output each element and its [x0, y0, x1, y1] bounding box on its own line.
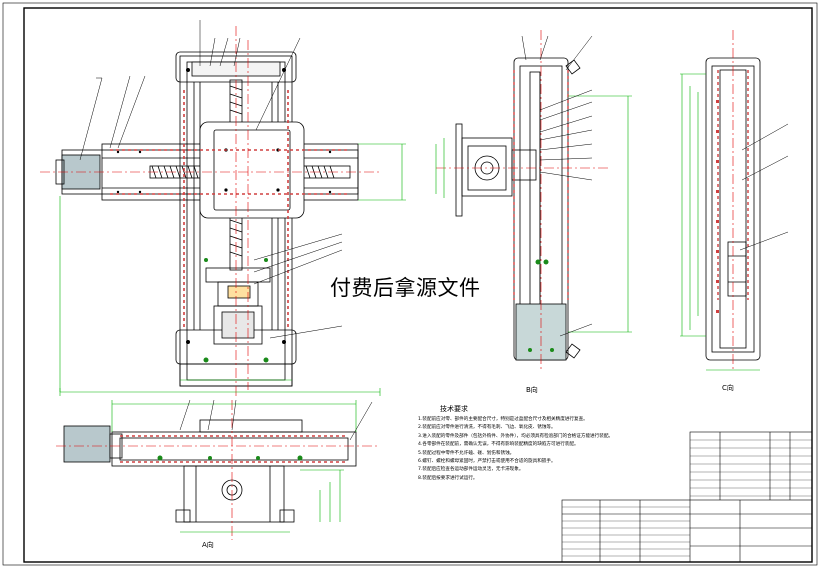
front-view-centerlines	[40, 26, 380, 396]
front-view-dimensions	[59, 143, 406, 396]
end-view-leaders	[739, 123, 789, 251]
title-block-rows	[562, 439, 812, 557]
side-view-pins	[528, 259, 554, 352]
side-view-centerlines	[436, 30, 610, 372]
bottom-view-label: A向	[202, 541, 214, 549]
bottom-view-pins	[157, 455, 303, 461]
inner-border	[23, 7, 813, 563]
end-view-dimensions	[680, 73, 760, 371]
technical-requirement-item: 4.各零部件在装配前，需确认无误，不得有影响装配精度的缺陷方可进行装配。	[418, 442, 579, 448]
technical-requirements-title: 技术要求	[440, 405, 468, 413]
bottom-view	[63, 419, 357, 523]
side-view-hatch	[513, 70, 569, 300]
front-view-pins	[203, 258, 269, 363]
technical-requirement-item: 2.装配前应对零件进行清洗，不得有毛刺、飞边、氧化皮、锈蚀等。	[418, 425, 556, 431]
technical-requirement-item: 7.装配后应检查各运动部件运动灵活，无卡滞现象。	[418, 467, 524, 473]
bottom-view-dimensions	[111, 400, 357, 533]
end-view-label: C向	[722, 384, 734, 392]
technical-requirement-item: 3.进入装配的零件及部件（包括外购件、外协件），均必须具有检验部门的合格证方能进…	[418, 433, 614, 439]
watermark-text: 付费后拿源文件	[330, 276, 481, 300]
bottom-view-hatch	[120, 435, 348, 463]
bottom-view-leaders	[179, 399, 373, 441]
end-view-pins	[716, 100, 719, 313]
side-view-leaders	[521, 35, 593, 337]
technical-requirement-item: 6.螺钉、螺栓和螺母紧固时，严禁打击或使用不合适的旋具和扳手。	[418, 459, 556, 465]
end-view-hatch	[717, 70, 749, 300]
front-view	[55, 51, 359, 387]
technical-requirement-item: 1.装配前应对零、部件的主要配合尺寸，特别是过盈配合尺寸及相关精度进行复查。	[418, 417, 588, 422]
technical-requirement-item: 8.装配后按要求进行试运行。	[418, 475, 478, 481]
front-view-leaders	[79, 20, 343, 339]
side-view	[455, 57, 581, 361]
side-view-dimensions	[435, 95, 632, 333]
bottom-view-centerlines	[56, 400, 380, 540]
technical-requirement-item: 5.装配过程中零件不允许磕、碰、划伤和锈蚀。	[418, 450, 515, 456]
technical-requirements-list: 1.装配前应对零、部件的主要配合尺寸，特别是过盈配合尺寸及相关精度进行复查。 2…	[418, 416, 613, 483]
front-view-hatch	[110, 90, 350, 330]
title-block	[561, 431, 813, 563]
side-view-label: B向	[526, 386, 538, 394]
